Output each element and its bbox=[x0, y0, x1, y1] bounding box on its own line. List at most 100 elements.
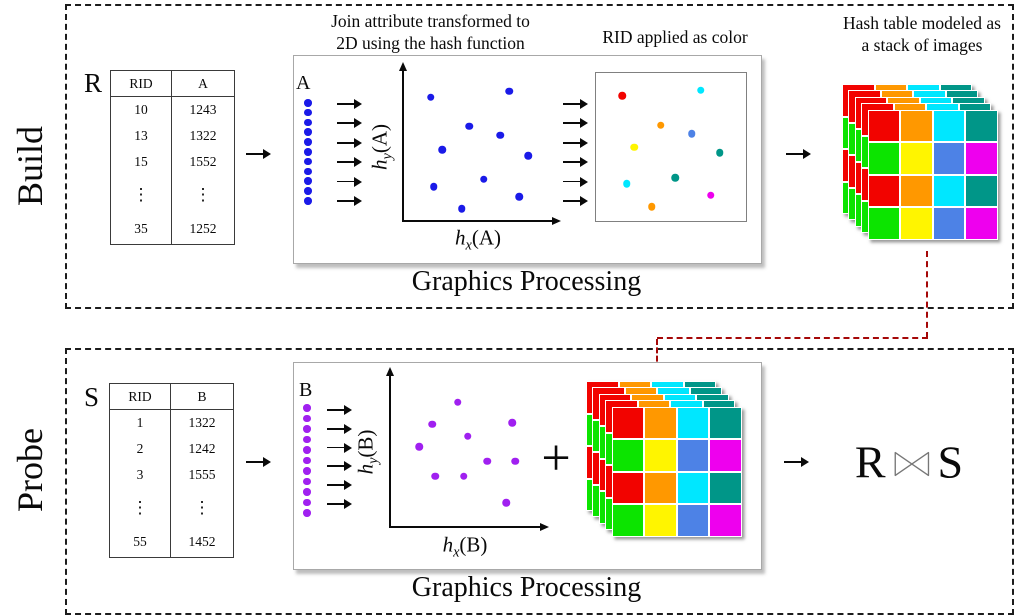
stream-dot bbox=[304, 99, 312, 107]
stack-transfer-connector-segment bbox=[926, 251, 928, 338]
gpu-caption-probe: Graphics Processing bbox=[411, 572, 642, 603]
rid-color-plot-frame bbox=[595, 72, 747, 222]
scatter-point bbox=[483, 457, 491, 466]
build-label: Build bbox=[10, 125, 50, 207]
y-axis-a-arrowhead-icon bbox=[398, 62, 407, 71]
stream-dot bbox=[304, 187, 312, 195]
table-cell: 10 bbox=[110, 96, 172, 123]
flow-arrow-icon bbox=[563, 196, 589, 206]
hash-stack-probe bbox=[586, 381, 746, 541]
scatter-point bbox=[428, 420, 437, 429]
stream-dot bbox=[303, 435, 311, 443]
hash-cell bbox=[645, 472, 676, 504]
arrow-r-to-gpu-icon bbox=[246, 149, 272, 159]
column-header: RID bbox=[110, 70, 172, 97]
flow-arrow-icon bbox=[327, 499, 353, 509]
stream-dot bbox=[304, 108, 312, 117]
hash-cell bbox=[966, 175, 997, 207]
arrow-s-to-gpu-icon bbox=[246, 457, 272, 467]
hash-stack-build bbox=[842, 84, 1002, 244]
plus-operator: + bbox=[541, 430, 571, 488]
x-axis-b-label: hx(B) bbox=[442, 532, 488, 561]
table-cell: ⋮ bbox=[109, 487, 171, 528]
hash-cell bbox=[612, 505, 644, 536]
table-cell: 15 bbox=[110, 148, 172, 175]
hash-transform-title-line2: 2D using the hash function bbox=[336, 32, 525, 53]
flow-arrow-icon bbox=[327, 423, 353, 434]
build-phase-box bbox=[65, 4, 1014, 309]
scatter-point bbox=[707, 191, 715, 199]
hash-cell bbox=[677, 407, 709, 439]
hash-cell bbox=[868, 143, 900, 174]
scatter-point bbox=[453, 398, 462, 406]
arrow-gpu-to-stack-icon bbox=[786, 149, 812, 159]
hash-cell bbox=[933, 143, 965, 174]
hash-transform-title: Join attribute transformed to 2D using t… bbox=[288, 11, 573, 55]
probe-phase-box bbox=[65, 348, 1014, 615]
stack-title-line1: Hash table modeled as bbox=[843, 13, 1001, 33]
y-axis-b bbox=[389, 375, 391, 528]
hash-cell bbox=[901, 143, 932, 174]
scatter-point bbox=[496, 131, 504, 139]
join-result: R S bbox=[855, 436, 963, 489]
stream-dot bbox=[304, 128, 312, 136]
table-cell: ⋮ bbox=[193, 497, 211, 517]
y-axis-b-arrowhead-icon bbox=[385, 367, 394, 376]
table-cell: 1 bbox=[109, 409, 171, 436]
scatter-b-points bbox=[391, 377, 539, 525]
rid-color-title: RID applied as color bbox=[602, 27, 748, 47]
flow-arrow-icon bbox=[563, 176, 589, 187]
scatter-point bbox=[524, 152, 533, 160]
scatter-point bbox=[480, 175, 488, 184]
stream-dot bbox=[304, 148, 312, 156]
table-cell: ⋮ bbox=[194, 184, 212, 204]
scatter-point bbox=[426, 93, 435, 101]
scatter-point bbox=[656, 121, 665, 129]
scatter-point bbox=[415, 442, 423, 451]
scatter-point bbox=[429, 182, 438, 191]
table-cell: 55 bbox=[109, 527, 171, 558]
stream-b-label: B bbox=[299, 379, 313, 401]
scatter-point bbox=[687, 130, 696, 138]
stream-dot bbox=[303, 446, 311, 454]
hash-cell bbox=[645, 407, 676, 439]
hash-cell bbox=[966, 208, 997, 239]
table-cell: 1555 bbox=[188, 466, 216, 482]
hash-cell bbox=[612, 472, 644, 504]
stream-dot bbox=[303, 498, 311, 506]
hash-cell bbox=[612, 407, 644, 439]
hash-cell bbox=[933, 208, 965, 239]
x-axis-a-label: hx(A) bbox=[455, 225, 501, 254]
hash-cell bbox=[710, 472, 741, 504]
scatter-point bbox=[648, 203, 656, 211]
hash-cell bbox=[710, 505, 741, 536]
result-right-relation: S bbox=[937, 436, 964, 488]
stream-dot bbox=[304, 177, 312, 185]
join-bowtie-icon bbox=[894, 451, 929, 477]
flow-arrow-icon bbox=[337, 118, 363, 129]
flow-arrow-icon bbox=[563, 137, 589, 148]
table-cell: 1452 bbox=[188, 534, 216, 550]
hash-cell bbox=[677, 440, 709, 471]
scatter-point bbox=[696, 86, 705, 94]
stream-dot bbox=[304, 157, 312, 166]
hash-cell bbox=[966, 143, 997, 174]
result-left-relation: R bbox=[854, 436, 886, 488]
hash-cell bbox=[645, 440, 676, 471]
y-axis-a bbox=[402, 70, 404, 222]
scatter-point bbox=[431, 472, 440, 480]
flow-arrow-icon bbox=[337, 176, 363, 187]
table-cell: 13 bbox=[110, 122, 172, 149]
hash-cell bbox=[901, 175, 932, 207]
x-axis-a-arrowhead-icon bbox=[552, 216, 561, 225]
table-row: 55 1452 bbox=[109, 527, 234, 558]
stream-dot bbox=[303, 404, 311, 412]
flow-arrow-icon bbox=[337, 196, 363, 206]
table-row: ⋮⋮ bbox=[109, 487, 234, 528]
stream-dot bbox=[304, 138, 312, 146]
